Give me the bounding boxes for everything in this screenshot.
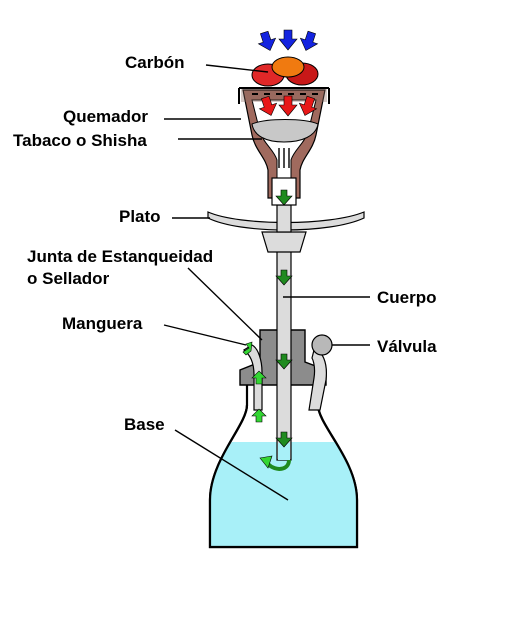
coal-pieces xyxy=(251,56,319,87)
plate-connector xyxy=(261,231,307,253)
plate-neck xyxy=(276,204,292,233)
leader-manguera xyxy=(163,324,247,346)
label-carbon: Carbón xyxy=(125,53,185,72)
air-arrows xyxy=(242,341,267,423)
leader-base xyxy=(174,429,289,501)
up-arrow-icon xyxy=(242,341,253,356)
base-vase xyxy=(208,385,359,549)
up-arrow-icon xyxy=(251,408,267,423)
down-arrow-icon xyxy=(275,431,293,448)
leader-junta xyxy=(187,267,263,341)
burner-dome xyxy=(238,87,330,104)
curved-arrow-head xyxy=(259,455,273,469)
coal-piece xyxy=(271,56,305,78)
label-quemador: Quemador xyxy=(63,107,148,126)
label-manguera: Manguera xyxy=(62,314,143,333)
up-arrow-icon xyxy=(251,370,267,385)
hose-port xyxy=(242,344,263,411)
bowl xyxy=(242,89,326,206)
label-base: Base xyxy=(124,415,165,434)
label-junta-line2: o Sellador xyxy=(27,269,110,288)
body-stem-waterline xyxy=(278,443,290,460)
down-arrow-icon xyxy=(275,353,293,370)
down-arrow-icon xyxy=(258,95,278,116)
down-arrow-icon xyxy=(275,189,293,206)
smoke-arrows xyxy=(275,189,293,448)
down-arrow-icon xyxy=(257,30,277,51)
label-tabaco: Tabaco o Shisha xyxy=(13,131,147,150)
leader-carbon xyxy=(205,64,269,73)
bubble-return-arrow xyxy=(259,455,291,471)
down-arrow-icon xyxy=(298,95,318,116)
valve-ball xyxy=(311,334,333,356)
plate-tray xyxy=(207,211,365,231)
heat-arrows-red xyxy=(258,95,318,117)
base-glass-edge xyxy=(208,404,359,549)
curved-arrow-icon xyxy=(266,459,291,471)
down-arrow-icon xyxy=(278,29,298,51)
label-cuerpo: Cuerpo xyxy=(377,288,437,307)
tobacco xyxy=(251,119,319,143)
label-valvula: Válvula xyxy=(377,337,437,356)
label-plato: Plato xyxy=(119,207,161,226)
label-junta-line1: Junta de Estanqueidad xyxy=(27,247,213,266)
down-arrow-icon xyxy=(275,269,293,286)
down-arrow-icon xyxy=(278,95,298,117)
heat-arrows-blue xyxy=(257,29,319,51)
down-arrow-icon xyxy=(299,30,319,51)
base-water xyxy=(210,442,357,547)
